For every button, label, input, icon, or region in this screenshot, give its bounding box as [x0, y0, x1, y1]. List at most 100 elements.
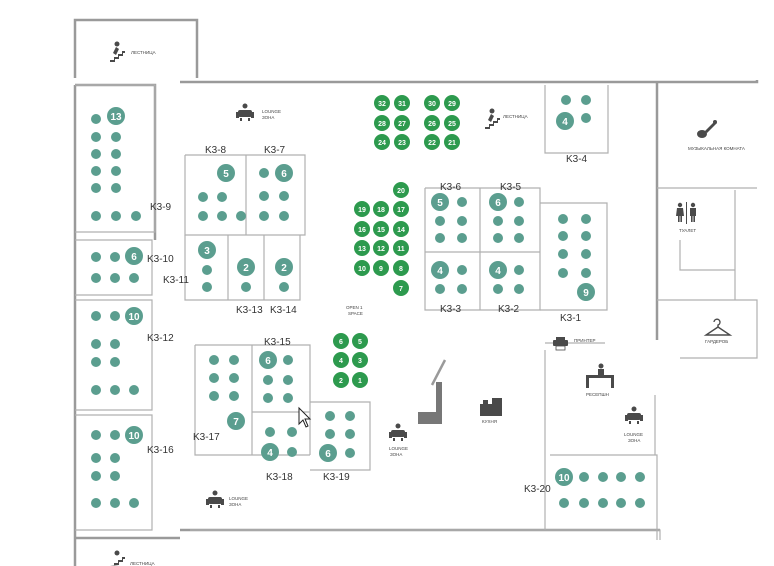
- workstation[interactable]: [373, 240, 389, 256]
- workstation[interactable]: [393, 280, 409, 296]
- desk: [111, 211, 121, 221]
- desk: [91, 453, 101, 463]
- desk: [110, 252, 120, 262]
- open-space-mid-cluster: 20 19 18 17 16 15 14 13 12 11 10 9 8: [354, 182, 409, 296]
- room-k3-20[interactable]: K3-20 10: [524, 468, 645, 508]
- desk: [325, 429, 335, 439]
- workstation[interactable]: [333, 372, 349, 388]
- desk: [514, 233, 524, 243]
- room-k3-1[interactable]: K3-1 9: [558, 214, 595, 324]
- workstation[interactable]: [354, 260, 370, 276]
- room-label: K3-16: [147, 445, 174, 456]
- desk: [259, 191, 269, 201]
- room-label: K3-14: [270, 305, 297, 316]
- desk: [91, 471, 101, 481]
- room-k3-17[interactable]: K3-17 7: [193, 355, 245, 443]
- workstation[interactable]: [374, 134, 390, 150]
- desk: [579, 472, 589, 482]
- wardrobe-label: ГАРДЕРОБ: [705, 339, 728, 344]
- workstation[interactable]: [352, 372, 368, 388]
- workstation[interactable]: [352, 333, 368, 349]
- lounge-label: ЗОНА: [262, 115, 274, 120]
- workstation[interactable]: [394, 134, 410, 150]
- room-k3-9[interactable]: K3-9 13: [91, 107, 172, 221]
- workstation[interactable]: [424, 134, 440, 150]
- room-k3-19[interactable]: K3-19 6: [319, 411, 355, 483]
- room-k3-4[interactable]: K3-4 4: [556, 95, 591, 165]
- room-k3-8[interactable]: K3-8 5: [198, 145, 246, 221]
- desk: [283, 393, 293, 403]
- room-k3-15[interactable]: K3-15 6: [259, 337, 293, 403]
- lounge-label: ЗОНА: [390, 452, 402, 457]
- stairs-person-icon: [110, 550, 125, 566]
- room-capacity-badge: [125, 307, 143, 325]
- workstation[interactable]: [354, 201, 370, 217]
- room-k3-7[interactable]: K3-7 6: [259, 145, 293, 221]
- workstation[interactable]: [393, 260, 409, 276]
- desk: [229, 355, 239, 365]
- workstation[interactable]: [393, 182, 409, 198]
- room-k3-11[interactable]: K3-11 3: [163, 241, 216, 292]
- desk: [111, 166, 121, 176]
- workstation[interactable]: [424, 95, 440, 111]
- workstation[interactable]: [444, 95, 460, 111]
- workstation-number: 27: [398, 121, 406, 128]
- room-k3-12[interactable]: K3-12 10: [91, 307, 174, 395]
- desk: [91, 132, 101, 142]
- stairs-label: ЛЕСТНИЦА: [503, 114, 528, 119]
- room-k3-2[interactable]: K3-2 4: [489, 261, 524, 315]
- room-label: K3-10: [147, 254, 174, 265]
- workstation[interactable]: [373, 221, 389, 237]
- desk: [110, 453, 120, 463]
- workstation[interactable]: [354, 221, 370, 237]
- desk: [91, 339, 101, 349]
- desk: [345, 429, 355, 439]
- workstation[interactable]: [393, 201, 409, 217]
- room-label: K3-19: [323, 472, 350, 483]
- workstation[interactable]: [444, 134, 460, 150]
- workstation[interactable]: [424, 115, 440, 131]
- room-k3-13[interactable]: K3-13 2: [236, 258, 263, 316]
- workstation[interactable]: [393, 221, 409, 237]
- stairs-label: ЛЕСТНИЦА: [130, 561, 155, 566]
- workstation[interactable]: [374, 115, 390, 131]
- workstation[interactable]: [373, 260, 389, 276]
- desk: [283, 375, 293, 385]
- room-label: K3-18: [266, 472, 293, 483]
- workstation-number: 31: [398, 101, 406, 108]
- room-k3-18[interactable]: K3-18 4: [261, 427, 297, 483]
- workstation[interactable]: [393, 240, 409, 256]
- room-k3-16[interactable]: K3-16 10: [91, 426, 174, 508]
- room-k3-5[interactable]: K3-5 6: [489, 182, 524, 243]
- workstation[interactable]: [394, 115, 410, 131]
- workstation[interactable]: [374, 95, 390, 111]
- room-capacity: 6: [265, 356, 271, 367]
- room-k3-6[interactable]: K3-6 5: [431, 182, 467, 243]
- room-k3-14[interactable]: K3-14 2: [270, 258, 297, 316]
- workstation[interactable]: [333, 333, 349, 349]
- sofa-person-icon: [625, 406, 643, 424]
- printer-icon: [553, 337, 568, 351]
- desk: [241, 282, 251, 292]
- workstation[interactable]: [333, 352, 349, 368]
- desk: [198, 211, 208, 221]
- workstation-number: 15: [377, 227, 385, 234]
- room-capacity-badge: [555, 468, 573, 486]
- room-k3-10[interactable]: K3-10 6: [91, 247, 174, 283]
- workstation[interactable]: [394, 95, 410, 111]
- stairs-person-icon: [485, 108, 500, 129]
- desk: [287, 427, 297, 437]
- room-k3-3[interactable]: K3-3 4: [431, 261, 467, 315]
- workstation[interactable]: [352, 352, 368, 368]
- workstation[interactable]: [444, 115, 460, 131]
- sofa-person-icon: [389, 423, 407, 441]
- room-capacity-badge: [217, 164, 235, 182]
- workstation[interactable]: [354, 240, 370, 256]
- workstation[interactable]: [373, 201, 389, 217]
- desk: [91, 357, 101, 367]
- desk: [111, 132, 121, 142]
- room-label: K3-8: [205, 145, 227, 156]
